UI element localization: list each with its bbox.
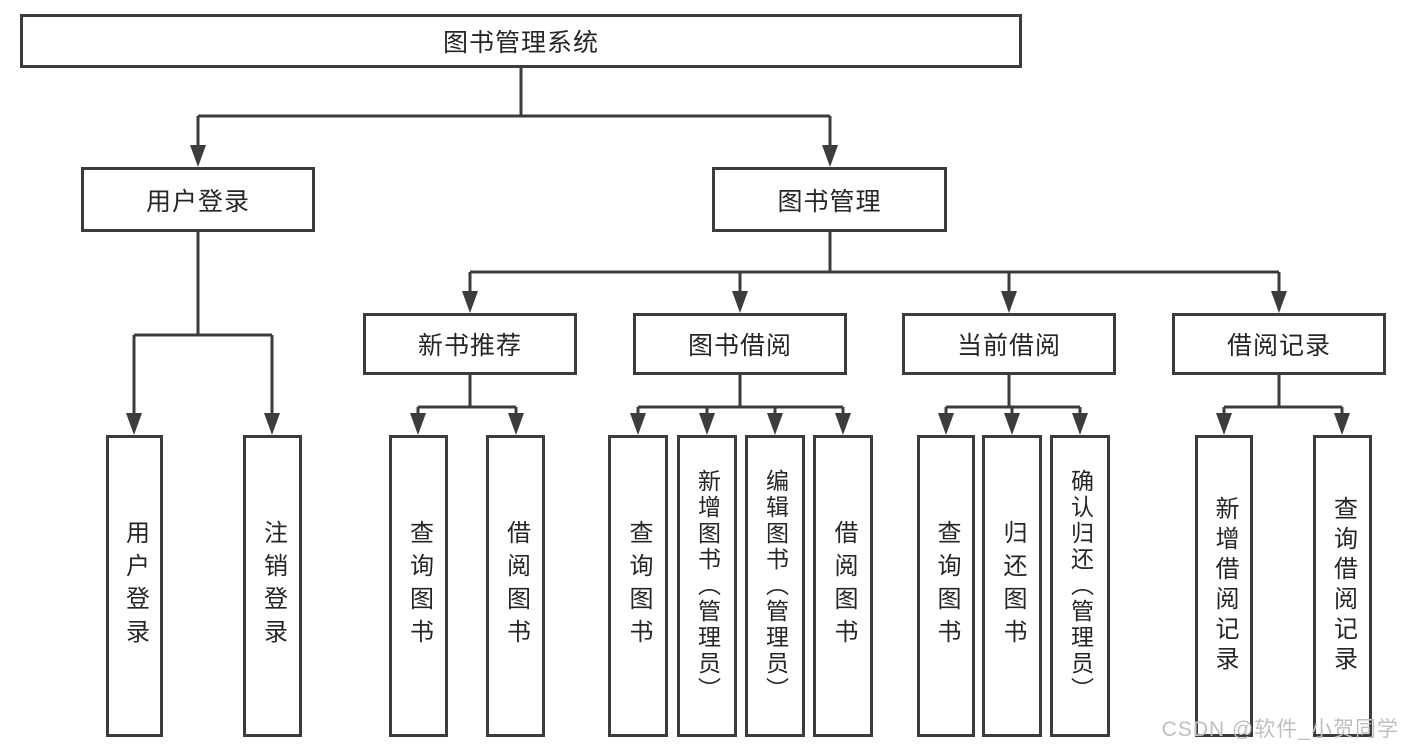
node-current-borrowing: 当前借阅 xyxy=(902,313,1116,375)
node-borrowing-records: 借阅记录 xyxy=(1172,313,1386,375)
node-leaf-query-books-borrowing: 查询图书 xyxy=(608,435,668,737)
node-leaf-edit-books-admin: 编辑图书（管理员） xyxy=(745,435,805,737)
node-book-borrowing: 图书借阅 xyxy=(633,313,847,375)
node-user-login: 用户登录 xyxy=(81,167,315,232)
node-leaf-borrow-books-recommend: 借阅图书 xyxy=(486,435,545,737)
node-library-management-system: 图书管理系统 xyxy=(20,14,1022,68)
node-leaf-logout: 注销登录 xyxy=(243,435,302,737)
node-leaf-add-books-admin: 新增图书（管理员） xyxy=(677,435,737,737)
watermark: CSDN @软件_小贺同学 xyxy=(1161,718,1399,741)
node-leaf-confirm-return-admin: 确认归还（管理员） xyxy=(1050,435,1110,737)
node-leaf-add-borrow-record: 新增借阅记录 xyxy=(1195,435,1253,737)
node-book-management: 图书管理 xyxy=(712,167,947,232)
node-leaf-return-books: 归还图书 xyxy=(982,435,1042,737)
node-leaf-query-books-current: 查询图书 xyxy=(917,435,975,737)
node-leaf-query-books-recommend: 查询图书 xyxy=(389,435,448,737)
node-leaf-query-borrow-record: 查询借阅记录 xyxy=(1313,435,1372,737)
node-new-book-recommend: 新书推荐 xyxy=(363,313,577,375)
node-leaf-user-login: 用户登录 xyxy=(106,435,163,737)
node-leaf-borrow-books: 借阅图书 xyxy=(813,435,873,737)
